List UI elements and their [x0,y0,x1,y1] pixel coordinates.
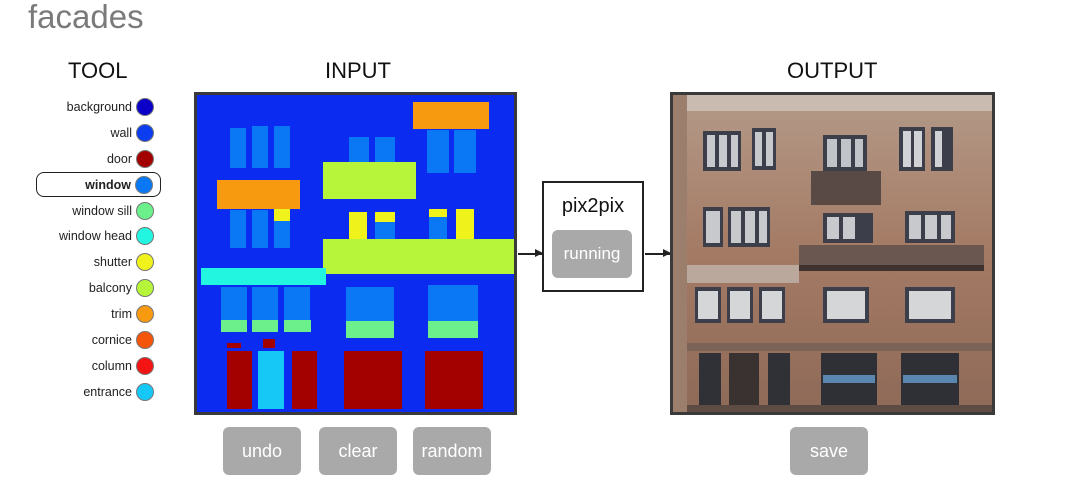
tool-label: cornice [91,333,132,348]
model-box: pix2pix running [542,181,644,292]
tool-window-head[interactable]: window head [36,225,161,247]
tool-label: wall [110,125,132,140]
tool-label: window head [59,229,132,244]
tool-heading: TOOL [68,58,128,83]
color-swatch [136,253,154,272]
output-image [670,92,995,415]
color-swatch [136,382,154,401]
tool-label: window sill [72,203,132,218]
color-swatch [136,227,154,246]
tool-label: door [106,151,132,166]
tool-wall[interactable]: wall [36,122,161,144]
generated-facade-image [673,95,992,412]
tool-door[interactable]: door [36,148,161,170]
tool-balcony[interactable]: balcony [36,277,161,299]
tool-label: balcony [88,281,132,296]
tool-palette: background wall door window window sill … [36,96,161,407]
tool-label: background [66,100,132,114]
tool-shutter[interactable]: shutter [36,251,161,273]
tool-trim[interactable]: trim [36,303,161,325]
input-heading: INPUT [325,58,391,83]
tool-label: window [85,177,131,192]
arrow-to-model [518,250,543,256]
color-swatch [136,356,154,375]
app-title: facades [28,0,144,35]
tool-column[interactable]: column [36,355,161,377]
color-swatch [136,123,154,142]
color-swatch [136,98,154,116]
tool-background[interactable]: background [36,96,161,118]
label-map-drawing [197,95,514,412]
color-swatch [136,331,154,350]
input-canvas[interactable] [194,92,517,415]
arrow-to-output [645,250,671,256]
model-name: pix2pix [561,195,625,217]
tool-label: shutter [93,255,132,270]
tool-label: entrance [83,384,132,399]
running-status-button[interactable]: running [552,230,632,278]
tool-label: trim [111,307,132,322]
color-swatch [136,201,154,220]
color-swatch [135,175,153,194]
color-swatch [136,149,154,168]
tool-label: column [91,358,132,373]
save-button[interactable]: save [790,427,868,475]
random-button[interactable]: random [413,427,491,475]
color-swatch [136,305,154,324]
color-swatch [136,279,154,298]
clear-button[interactable]: clear [319,427,397,475]
undo-button[interactable]: undo [223,427,301,475]
output-heading: OUTPUT [787,58,878,83]
tool-window[interactable]: window [36,172,161,198]
tool-cornice[interactable]: cornice [36,329,161,351]
tool-window-sill[interactable]: window sill [36,200,161,222]
tool-entrance[interactable]: entrance [36,381,161,403]
